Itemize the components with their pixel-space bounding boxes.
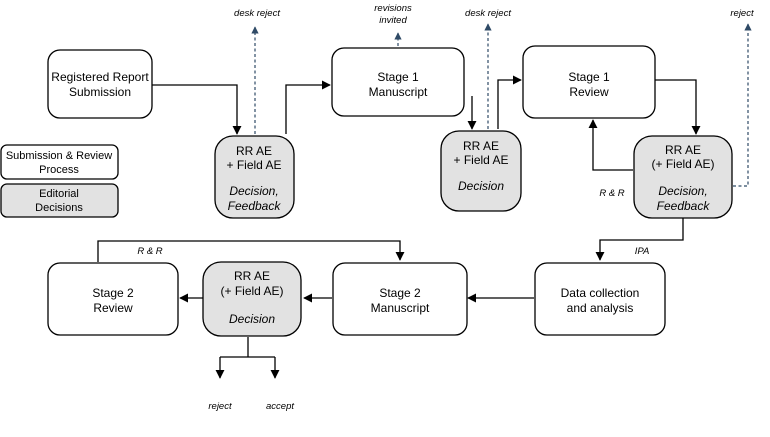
process-box-data-collection: Data collection and analysis xyxy=(534,262,666,336)
legend-process-line1: Submission & Review xyxy=(6,150,112,162)
decision-box-4: RR AE (+ Field AE) Decision xyxy=(202,261,302,337)
decision3-outcome-line1: Decision, xyxy=(658,184,707,198)
label-desk-reject-1: desk reject xyxy=(234,8,280,19)
flow-arrows xyxy=(97,75,701,379)
dashed-arrow-reject-top xyxy=(733,23,752,187)
label-revisions-invited-line2: invited xyxy=(379,15,407,26)
label-reject-bottom: reject xyxy=(208,401,232,412)
decision2-outcome: Decision xyxy=(458,179,504,193)
process-box-submission: Registered Report Submission xyxy=(47,49,153,119)
legend-process-line2: Process xyxy=(39,164,79,176)
process-box-stage1-manuscript: Stage 1 Manuscript xyxy=(331,47,465,117)
stage2-manuscript-line2: Manuscript xyxy=(371,301,430,315)
arrow-decision3-ipa-to-data-collection xyxy=(595,218,684,261)
dashed-arrows xyxy=(251,23,752,187)
arrow-submission-to-decision1 xyxy=(152,84,242,135)
decision2-title-line1: RR AE xyxy=(463,139,499,153)
label-desk-reject-2: desk reject xyxy=(465,8,511,19)
decision4-outcome: Decision xyxy=(229,312,275,326)
decision-box-3: RR AE (+ Field AE) Decision, Feedback xyxy=(633,135,733,219)
decision2-title-line2: + Field AE xyxy=(453,153,508,167)
arrow-decision1-to-stage1-manuscript xyxy=(285,80,331,134)
decision-box-1: RR AE + Field AE Decision, Feedback xyxy=(214,135,295,219)
legend-decisions: Editorial Decisions xyxy=(0,183,119,218)
label-accept: accept xyxy=(266,401,294,412)
data-collection-line2: and analysis xyxy=(567,301,634,315)
label-revisions-invited-line1: revisions xyxy=(374,3,412,14)
data-collection-line1: Data collection xyxy=(561,286,640,300)
stage1-review-line2: Review xyxy=(569,85,609,99)
submission-line1: Registered Report xyxy=(51,70,149,84)
decision1-outcome-line1: Decision, xyxy=(229,184,278,198)
stage1-manuscript-line1: Stage 1 xyxy=(377,70,419,84)
arrow-stage2-review-rr-to-stage2-manuscript xyxy=(97,240,405,262)
edge-labels: desk reject revisions invited desk rejec… xyxy=(137,3,754,412)
stage1-manuscript-line2: Manuscript xyxy=(369,85,428,99)
process-box-stage1-review: Stage 1 Review xyxy=(522,45,656,119)
stage2-review-line2: Review xyxy=(93,301,133,315)
decision4-title-line2: (+ Field AE) xyxy=(220,284,283,298)
legend-decisions-line2: Decisions xyxy=(35,202,83,214)
arrow-decision3-rr-to-stage1-review xyxy=(588,119,633,171)
label-rr-stage1: R & R xyxy=(599,188,624,199)
decision1-outcome-line2: Feedback xyxy=(228,199,282,213)
decision-box-2: RR AE + Field AE Decision xyxy=(440,130,522,212)
process-box-stage2-manuscript: Stage 2 Manuscript xyxy=(332,262,468,336)
decision4-title-line1: RR AE xyxy=(234,269,270,283)
legend: Submission & Review Process Editorial De… xyxy=(0,144,119,218)
submission-line2: Submission xyxy=(69,85,131,99)
legend-process: Submission & Review Process xyxy=(0,144,119,180)
arrow-stage1-review-to-decision3 xyxy=(655,79,701,135)
decision1-title-line2: + Field AE xyxy=(226,158,281,172)
stage1-review-line1: Stage 1 xyxy=(568,70,610,84)
label-ipa: IPA xyxy=(635,246,650,257)
label-reject-top: reject xyxy=(730,8,754,19)
label-rr-stage2: R & R xyxy=(137,246,162,257)
stage2-review-line1: Stage 2 xyxy=(92,286,134,300)
decision3-title-line2: (+ Field AE) xyxy=(651,157,714,171)
process-box-stage2-review: Stage 2 Review xyxy=(47,262,179,336)
decision3-title-line1: RR AE xyxy=(665,143,701,157)
decision3-outcome-line2: Feedback xyxy=(657,199,711,213)
arrow-decision2-to-stage1-review xyxy=(497,75,522,129)
stage2-manuscript-line1: Stage 2 xyxy=(379,286,421,300)
legend-decisions-line1: Editorial xyxy=(39,188,79,200)
decision1-title-line1: RR AE xyxy=(236,144,272,158)
